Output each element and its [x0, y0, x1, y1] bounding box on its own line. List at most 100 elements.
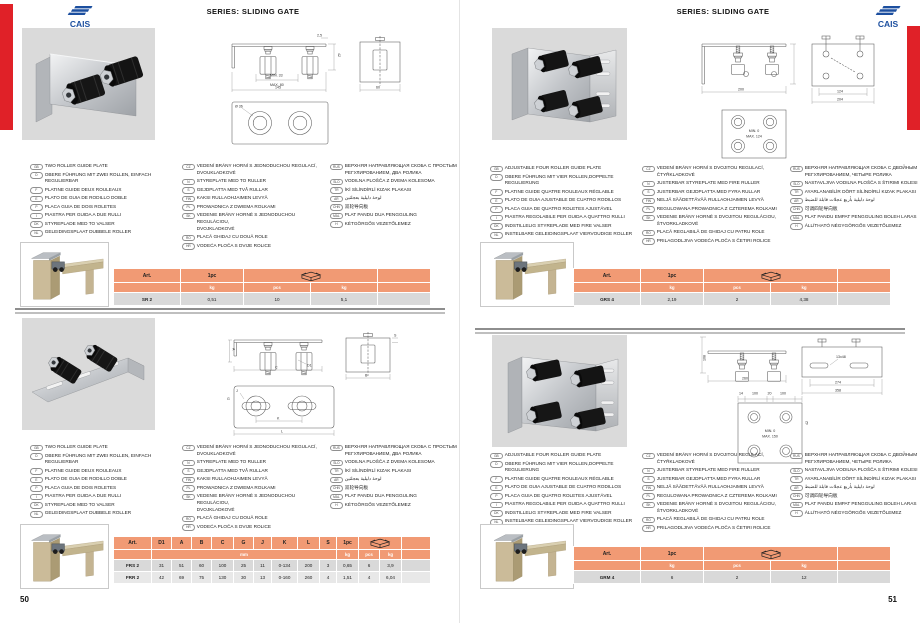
table-header-row: Art. 1pc — [573, 268, 891, 283]
description-item: S GEJDPLATTA MED TVÅ RULLAR — [182, 468, 324, 475]
description-item: CHN 可调四轮导向板 — [790, 206, 918, 213]
hcell-mm: mm — [151, 549, 337, 560]
description-text: PLAT PANDU DUA PENGGULING — [344, 493, 417, 499]
language-code-badge: HR — [182, 243, 195, 250]
description-item: F PLATINE GUIDE DEUX ROULEAUX — [30, 187, 176, 194]
description-text: TWO ROLLER GUIDE PLATE — [44, 444, 108, 449]
description-item: FIN KAKSI RULLAOHJAIMEN LEVYÄ — [182, 476, 324, 484]
description-text: INSTELBARE GELEIDINGSPLAAT VIERVOUDIGE R… — [504, 518, 633, 524]
hcell — [837, 560, 891, 571]
hcell-kg: kg — [180, 282, 244, 293]
description-text: PLACA GUIA DE QUATRO ROLETES AJUSTÁVEL — [504, 205, 613, 211]
language-code-badge: AR — [790, 484, 803, 492]
dimension-label: 200 — [738, 87, 744, 91]
language-code-badge: PL — [642, 493, 655, 500]
language-code-badge: NL — [30, 511, 43, 518]
description-item: SLO VODILNA PLOŠČA Z DVEMA KOLESOMA — [330, 459, 458, 467]
table-header-row: Art. D1 A B C G J K L S 1pc — [113, 536, 431, 550]
language-code-badge: DK — [490, 223, 503, 231]
cell: 6,04 — [379, 571, 402, 584]
hcell-kg: kg — [379, 549, 402, 560]
language-code-badge: I — [490, 501, 503, 509]
dimension-label: 2,5 — [317, 34, 322, 38]
installation-illustration — [480, 524, 574, 589]
description-text: PLATO DE GUIA AJUSTABLE DE CUATRO RODILL… — [504, 197, 622, 203]
description-item: AR لوحة دليلية بأربع عجلات قابلة للضبط — [790, 197, 918, 205]
hcell: L — [297, 536, 320, 550]
description-text: PLATINE GUIDE DEUX ROULEAUX — [44, 467, 122, 473]
description-item: FIN NELJÄ SÄÄDETTÄVÄÄ RULLAOHJAIMEN LEVY… — [642, 197, 784, 205]
description-item: H ÁLLÍTHATÓ NÉGYGÖRGŐS VEZETŐLEMEZ — [790, 509, 918, 518]
language-code-badge: NL — [490, 232, 503, 239]
hcell-pcs: pcs — [703, 560, 771, 571]
description-text: GEJDPLATTA MED TVÅ RULLAR — [196, 186, 268, 192]
dimension-label: MIN. 0 — [749, 129, 760, 133]
technical-drawing-frs2: A C D1 B S — [226, 322, 438, 440]
description-text: ÁLLÍTHATÓ NÉGYGÖRGŐS VEZETŐLEMEZ — [804, 509, 902, 515]
description-text: PLATO DE GUIA AJUSTABLE DE CUATRO RODILL… — [504, 484, 622, 490]
description-item: NL GELEIDINGSPLAAT DUBBELE ROLLER — [30, 510, 176, 518]
description-item: PL PROWADNICA Z DWIEMA ROLKAMI — [182, 485, 324, 492]
language-code-badge: GB — [490, 165, 503, 173]
hcell-art: Art. — [573, 268, 641, 283]
description-text: VEDENIE BRÁNY HORNÉ S DVOJITOU REGULÁCIO… — [656, 501, 776, 514]
language-code-badge: RO — [182, 515, 195, 523]
language-code-badge: HR — [642, 525, 655, 533]
description-text: لوحة دليلية بعجلتين — [344, 476, 382, 482]
cell: 13 — [253, 571, 272, 584]
language-code-badge: AR — [330, 476, 343, 484]
red-accent-bar-left — [0, 4, 13, 130]
description-text: PLATINE GUIDE DEUX ROULEAUX — [44, 186, 122, 192]
hcell: G — [233, 536, 254, 550]
cell: 0,65 — [336, 559, 359, 572]
cell: 200 — [297, 559, 320, 572]
description-text: NASTAVLJIVA VODILNA PLOŠČA S ŠTIRIMI KOL… — [804, 466, 918, 472]
language-code-badge: PL — [642, 206, 655, 213]
description-text: لوحة دليلية بأربع عجلات قابلة للضبط — [804, 484, 875, 490]
description-text: PLATO DE GUIA DE RODILLO DOBLE — [44, 476, 127, 482]
language-code-badge: S — [182, 468, 195, 475]
technical-drawing-grm4: 108 260 274 358 13x48 — [698, 333, 888, 468]
description-item: I PIASTRA REGOLABILE PER GUIDA A QUATTRO… — [490, 214, 636, 222]
cell: 31 — [151, 559, 172, 572]
dimension-label: 60 — [376, 85, 380, 89]
dimension-label: Ø 36 — [235, 104, 243, 108]
description-text: PROWADNICA Z DWIEMA ROLKAMI — [196, 203, 276, 209]
cell: 60 — [191, 559, 212, 572]
dimension-label: MAX. 150 — [762, 434, 778, 438]
description-text: PLACA GUIA DE DOIS ROLETES — [44, 203, 117, 209]
description-text: AYARLANABİLİR DÖRT SİLİNDİRLİ KIZAK PLAK… — [804, 188, 916, 194]
cell: 4,38 — [770, 292, 838, 306]
hcell: A — [171, 536, 192, 550]
description-text: JUSTERBAR STYREPLATE MED FIRE RULLER — [656, 466, 760, 472]
description-text: JUSTERBAR GEJDPLATTA MED FYRA RULLAR — [656, 475, 761, 481]
description-text: 可调四轮导向板 — [804, 492, 838, 498]
description-text: GEJDPLATTA MED TVÅ RULLAR — [196, 467, 268, 473]
description-text: İKİ SİLİNDİRLİ KIZAK PLAKASI — [344, 186, 412, 192]
description-item: E PLATO DE GUIA DE RODILLO DOBLE — [30, 476, 176, 484]
description-item: RO PLACĂ REGLABILĂ DE GHIDAJ CU PATRU RO… — [642, 516, 784, 524]
description-item: S JUSTERBAR GEJDPLATTA MED FYRA RULLAR — [642, 189, 784, 196]
hcell — [573, 560, 641, 571]
description-text: KÉTGÖRGŐS VEZETŐLEMEZ — [344, 501, 411, 507]
language-code-badge: GB — [490, 452, 503, 460]
cell: 42 — [151, 571, 172, 584]
description-item: RUS ВЕРХНЯЯ НАПРАВЛЯЮЩАЯ СКОБА С ДВОЙНЫМ… — [790, 165, 918, 179]
cell: 69 — [171, 571, 192, 584]
language-code-badge: CZ — [182, 444, 195, 452]
cell: 4 — [358, 571, 380, 584]
language-code-badge: E — [490, 484, 503, 492]
cell: 30 — [233, 571, 254, 584]
description-text: REGULOWANA PROWADNICA Z CZTEREMA ROLKAMI — [656, 205, 777, 211]
description-text: PRILAGODLJIVA VODEĆA PLOČA S ČETIRI ROLI… — [656, 524, 771, 530]
language-code-badge: FIN — [182, 476, 195, 484]
language-code-badge: TR — [790, 189, 803, 196]
description-item: P PLACA GUIA DE DOIS ROLETES — [30, 485, 176, 492]
description-item: NL GELEIDINGSPLAAT DUBBELE ROLLER — [30, 229, 176, 237]
description-item: N STYREPLATE MED TO RULLER — [182, 459, 324, 467]
cell: 0,51 — [180, 292, 244, 306]
language-code-badge: H — [330, 502, 343, 510]
cell: 0-134 — [271, 559, 298, 572]
description-text: ADJUSTABLE FOUR ROLLER GUIDE PLATE — [504, 452, 602, 457]
installation-illustration — [20, 524, 109, 589]
